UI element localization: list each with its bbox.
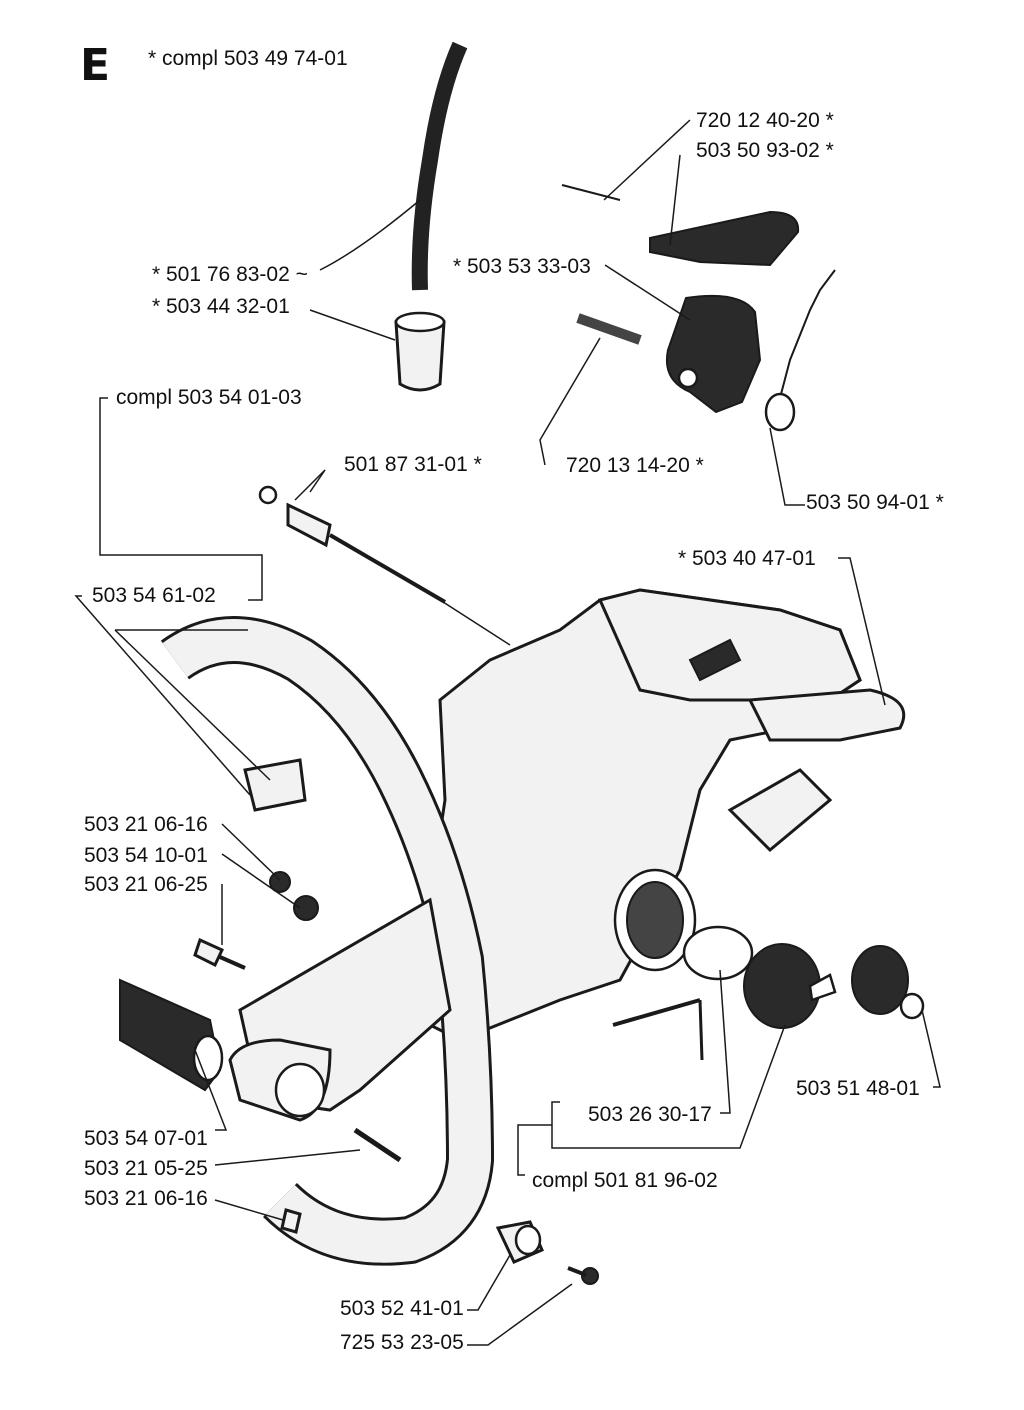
callout-buffer-left: 503 54 07-01: [84, 1127, 208, 1150]
top-screw-part: [258, 485, 511, 646]
callout-cap-parts: 503 26 30-17: [588, 1103, 712, 1126]
callout-screw-c: 503 21 05-25: [84, 1157, 208, 1180]
fuel-hose-part: [411, 41, 468, 291]
callout-lockout: * 503 53 33-03: [453, 255, 591, 278]
callout-washer: 503 54 10-01: [84, 844, 208, 867]
section-letter: E: [80, 40, 111, 91]
bushing-part: [495, 1220, 599, 1285]
callout-screw-top: 501 87 31-01 *: [344, 453, 482, 476]
callout-screw-b: 503 21 06-25: [84, 873, 208, 896]
callout-filter: * 503 44 32-01: [152, 295, 290, 318]
callout-handle-bar: 503 54 61-02: [92, 584, 216, 607]
saw-body-part: [418, 588, 906, 1042]
right-buffer-part: [851, 945, 925, 1020]
callout-trigger: 503 50 93-02 *: [696, 139, 834, 162]
callout-cap-assy: compl 501 81 96-02: [532, 1169, 718, 1192]
callout-buffer-right: 503 51 48-01: [796, 1077, 920, 1100]
screw-cluster-part: [193, 871, 402, 1234]
left-buffer-part: [119, 978, 224, 1092]
leader-lines: [74, 119, 941, 1346]
callout-pin-top: 720 12 40-20 *: [696, 109, 834, 132]
callout-spring: 503 50 94-01 *: [806, 491, 944, 514]
callout-screw-e: 725 53 23-05: [340, 1331, 464, 1354]
callout-tube: * 501 76 83-02 ~: [152, 263, 308, 286]
saw-base-part: [228, 897, 452, 1122]
fuel-filter-part: [394, 311, 446, 392]
trigger-assembly-part: [561, 184, 836, 432]
callout-handle-assy: compl 503 54 01-03: [116, 386, 302, 409]
assembly-note: * compl 503 49 74-01: [148, 47, 348, 70]
callout-screw-a: 503 21 06-16: [84, 813, 208, 836]
callout-screw-d: 503 21 06-16: [84, 1187, 208, 1210]
callout-throttle: * 503 40 47-01: [678, 547, 816, 570]
front-handlebar-part: [160, 616, 495, 1266]
filler-cap-part: [612, 925, 837, 1061]
callout-pin-mid: 720 13 14-20 *: [566, 454, 704, 477]
callout-bushing: 503 52 41-01: [340, 1297, 464, 1320]
